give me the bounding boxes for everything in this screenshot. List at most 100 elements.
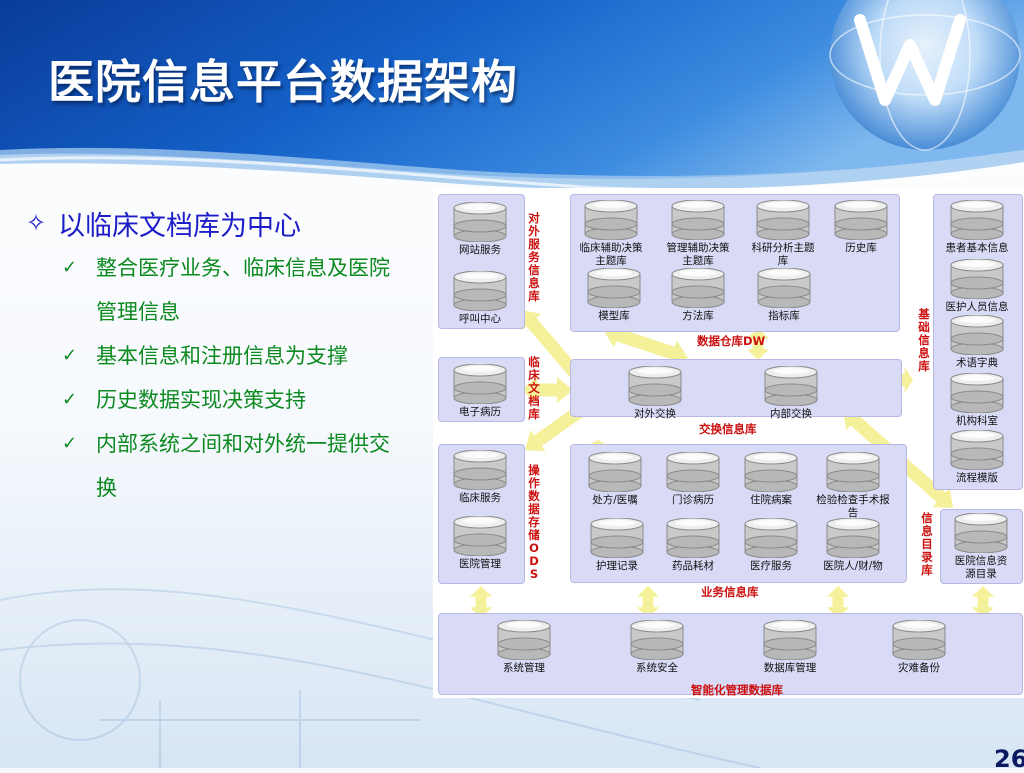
database-icon xyxy=(826,518,880,558)
database-label: 处方/医嘱 xyxy=(592,494,638,506)
database-label: 住院病案 xyxy=(750,494,792,506)
database-label: 医院信息资源目录 xyxy=(954,555,1008,580)
sub-bullet: ✓ 历史数据实现决策支持 xyxy=(14,378,414,422)
database-icon xyxy=(666,452,720,492)
checkmark-icon: ✓ xyxy=(62,345,78,366)
database-icon xyxy=(826,452,880,492)
database-icon xyxy=(671,268,725,308)
main-bullet-text: 以临床文档库为中心 xyxy=(58,210,301,242)
database-icon xyxy=(954,513,1008,553)
database-icon xyxy=(757,268,811,308)
database-label: 历史库 xyxy=(845,242,877,254)
database-label: 流程模版 xyxy=(956,472,998,484)
database-label: 患者基本信息 xyxy=(945,242,1009,254)
database-icon xyxy=(950,373,1004,413)
database-icon xyxy=(453,450,507,490)
database-label: 科研分析主题库 xyxy=(751,242,815,267)
checkmark-icon: ✓ xyxy=(62,257,78,278)
database-icon xyxy=(453,364,507,404)
database-icon xyxy=(744,452,798,492)
database-label: 临床服务 xyxy=(459,492,501,504)
sub-bullet: ✓ 整合医疗业务、临床信息及医院管理信息 xyxy=(14,246,414,334)
database-label: 术语字典 xyxy=(956,357,998,369)
panel-label: 交换信息库 xyxy=(699,422,757,436)
database-icon xyxy=(834,200,888,240)
ods-panel xyxy=(438,444,525,584)
database-label: 灾难备份 xyxy=(898,662,940,674)
database-label: 医院人/财/物 xyxy=(823,560,883,572)
architecture-diagram: 网站服务呼叫中心 对外服务信息库 临床辅助决策主题库管理辅助决策主题库科研分析主题库… xyxy=(433,188,1024,698)
database-label: 护理记录 xyxy=(596,560,638,572)
sub-bullet-text: 内部系统之间和对外统一提供交换 xyxy=(96,432,390,500)
flow-arrow xyxy=(637,586,659,618)
database-label: 临床辅助决策主题库 xyxy=(579,242,643,267)
database-label: 医疗服务 xyxy=(750,560,792,572)
page-number: 26 xyxy=(994,745,1024,773)
sub-bullet-text: 基本信息和注册信息为支撑 xyxy=(96,344,348,368)
database-icon xyxy=(630,620,684,660)
flow-arrow xyxy=(747,328,769,360)
database-label: 药品耗材 xyxy=(672,560,714,572)
panel-label-vertical: 对外服务信息库 xyxy=(528,211,540,303)
database-icon xyxy=(950,259,1004,299)
panel-label-vertical: 操作数据存储ODS xyxy=(528,463,540,581)
database-icon xyxy=(763,620,817,660)
database-label: 指标库 xyxy=(768,310,800,322)
slide-title: 医院信息平台数据架构 xyxy=(48,55,518,109)
database-icon xyxy=(588,452,642,492)
database-icon xyxy=(628,366,682,406)
flow-arrow xyxy=(470,586,492,618)
database-label: 对外交换 xyxy=(634,408,676,420)
sub-bullet-text: 历史数据实现决策支持 xyxy=(96,388,306,412)
database-icon xyxy=(584,200,638,240)
database-label: 数据库管理 xyxy=(763,662,817,674)
sub-bullet: ✓ 内部系统之间和对外统一提供交换 xyxy=(14,422,414,510)
database-icon xyxy=(590,518,644,558)
database-icon xyxy=(453,202,507,242)
database-icon xyxy=(950,315,1004,355)
database-label: 管理辅助决策主题库 xyxy=(666,242,730,267)
database-label: 医院管理 xyxy=(459,558,501,570)
panel-label-vertical: 信息目录库 xyxy=(921,511,933,577)
panel-label: 数据仓库DW xyxy=(697,334,766,348)
database-label: 方法库 xyxy=(682,310,714,322)
checkmark-icon: ✓ xyxy=(62,433,78,454)
database-icon xyxy=(950,430,1004,470)
database-icon xyxy=(671,200,725,240)
panel-label: 业务信息库 xyxy=(701,585,759,599)
database-icon xyxy=(892,620,946,660)
panel-label-vertical: 基础信息库 xyxy=(918,307,930,373)
checkmark-icon: ✓ xyxy=(62,389,78,410)
database-icon xyxy=(587,268,641,308)
database-icon xyxy=(497,620,551,660)
database-label: 系统安全 xyxy=(636,662,678,674)
database-icon xyxy=(666,518,720,558)
database-icon xyxy=(453,271,507,311)
database-label: 机构科室 xyxy=(956,415,998,427)
flow-arrow xyxy=(972,586,994,618)
main-bullet: ✧ 以临床文档库为中心 xyxy=(14,200,414,246)
bullet-list: ✧ 以临床文档库为中心 ✓ 整合医疗业务、临床信息及医院管理信息 ✓ 基本信息和… xyxy=(14,200,414,510)
diamond-star-icon: ✧ xyxy=(25,209,47,237)
database-icon xyxy=(950,200,1004,240)
sub-bullet: ✓ 基本信息和注册信息为支撑 xyxy=(14,334,414,378)
database-icon xyxy=(453,516,507,556)
sub-bullet-text: 整合医疗业务、临床信息及医院管理信息 xyxy=(96,256,390,324)
flow-arrow xyxy=(827,586,849,618)
database-label: 系统管理 xyxy=(503,662,545,674)
database-label: 电子病历 xyxy=(459,406,501,418)
panel-label: 智能化管理数据库 xyxy=(691,683,783,697)
database-label: 模型库 xyxy=(598,310,630,322)
flow-arrow xyxy=(521,377,573,403)
database-icon xyxy=(764,366,818,406)
database-icon xyxy=(744,518,798,558)
database-label: 门诊病历 xyxy=(672,494,714,506)
database-icon xyxy=(756,200,810,240)
panel-label-vertical: 临床文档库 xyxy=(528,355,540,421)
flow-arrow xyxy=(603,322,688,366)
database-label: 网站服务 xyxy=(459,244,501,256)
database-label: 检验检查手术报告 xyxy=(816,494,890,519)
exchange-panel xyxy=(570,359,902,417)
database-label: 医护人员信息 xyxy=(945,301,1009,313)
database-label: 呼叫中心 xyxy=(459,313,501,325)
